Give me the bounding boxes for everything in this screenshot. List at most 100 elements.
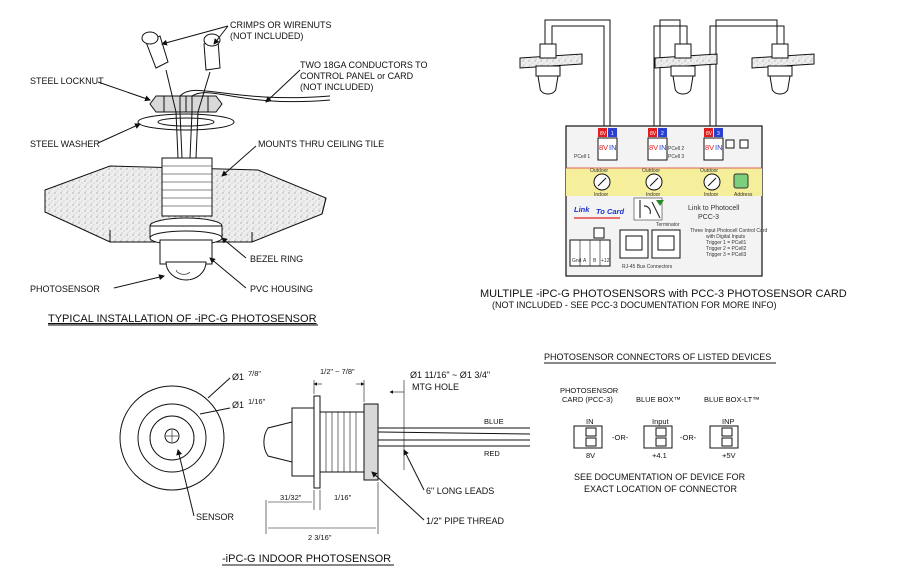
ch3-8v: 8V [705,143,714,152]
install-labels: CRIMPS OR WIRENUTS (NOT INCLUDED) TWO 18… [30,20,428,326]
device1-name-2: CARD (PCC-3) [562,395,613,404]
pcc3-dial-2: Outdoor Indoor [642,168,663,198]
pcc3-channel-2: 8V 2 8V IN [647,128,668,161]
typical-installation-drawing [44,25,331,289]
dim-dia-1: Ø1 [232,372,244,382]
dial3-indoor: Indoor [704,192,719,198]
pcell-2: PCell 2 [668,146,684,152]
device1-bottom: 8V [586,451,595,460]
indoor-photosensor-drawing [119,377,531,534]
housing-thread [161,157,213,217]
dim-dia-2: Ø1 [232,400,244,410]
term-12: +12 [601,258,610,264]
ch2-in: IN [659,143,667,152]
card-note-3: Trigger 1 = PCell1 [706,240,746,246]
rj45-connector-2 [651,229,681,259]
wire-blue: BLUE [484,417,504,426]
steel-washer-inner [157,117,215,127]
pcc3-subtitle: (NOT INCLUDED - SEE PCC-3 DOCUMENTATION … [492,300,777,310]
pcc3-label: PCC-3 [698,214,719,221]
address-label: Address [734,192,753,198]
side-view-body [291,407,315,477]
device3-name: BLUE BOX-LT™ [704,395,760,404]
ch1-8v: 8V [599,143,608,152]
wire-red: RED [484,449,500,458]
term-b: B [593,258,597,264]
link-to-photocell: Link to Photocell [688,205,740,212]
dial1-outdoor: Outdoor [590,168,608,174]
dial2-outdoor: Outdoor [642,168,660,174]
pcc3-title: MULTIPLE -iPC-G PHOTOSENSORS with PCC-3 … [480,288,847,300]
dim-dia-2-frac: 1/16" [248,397,266,406]
card-note-4: Trigger 2 = PCell2 [706,246,746,252]
card-note-5: Trigger 3 = PCell3 [706,252,746,258]
link-logo: Link [574,205,590,214]
terminator-label: Terminator [656,222,680,228]
label-bezel-ring: BEZEL RING [250,254,303,264]
term-gnd: Gnd [572,258,582,264]
ch1-8v-top: 8V [600,131,607,137]
steel-washer-shape [137,113,235,131]
connectors-note-2: EXACT LOCATION OF CONNECTOR [584,484,738,494]
dial2-indoor: Indoor [646,192,661,198]
dim-top: 1/2" ~ 7/8" [320,367,355,376]
ch3-num: 3 [717,131,720,137]
wirenut-left [141,31,169,69]
pcc3-dial-1: Outdoor Indoor [590,168,611,198]
connector-device-2 [643,425,673,449]
pvc-housing-shape [159,239,213,265]
device3-top: INP [722,417,735,426]
pcc3-sensor-2 [654,43,718,95]
device2-name: BLUE BOX™ [636,395,681,404]
connector-device-1 [573,425,603,449]
or-2: -OR- [680,433,697,442]
ch2-8v: 8V [649,143,658,152]
label-mounts-thru: MOUNTS THRU CEILING TILE [258,139,384,149]
to-card-logo: To Card [596,207,624,216]
ch2-num: 2 [661,131,664,137]
term-a: A [583,258,587,264]
ch2-8v-top: 8V [650,131,657,137]
dim-dia-1-frac: 7/8" [248,369,261,378]
label-crimps: CRIMPS OR WIRENUTS [230,20,332,30]
pcell-3: PCell 3 [668,154,684,160]
label-steel-locknut: STEEL LOCKNUT [30,76,104,86]
pcc3-channel-3: 8V 3 8V IN [703,128,724,161]
label-conductors: TWO 18GA CONDUCTORS TO [300,60,428,70]
indoor-title: -iPC-G INDOOR PHOTOSENSOR [222,553,391,565]
side-view-dome [263,421,293,463]
ceiling-tile-edge [44,190,327,242]
bus-connectors-label: RJ-45 Bus Connectors [622,264,673,270]
connectors-note-1: SEE DOCUMENTATION OF DEVICE FOR [574,472,746,482]
label-conductors-3: (NOT INCLUDED) [300,82,373,92]
rj45-connector-1 [619,229,649,259]
label-photosensor: PHOTOSENSOR [30,284,100,294]
dim-mtg-hole: Ø1 11/16" ~ Ø1 3/4" [410,370,490,380]
device1-name-1: PHOTOSENSOR [560,386,619,395]
card-note-1: Three Input Photocell Control Card [690,228,767,234]
pcc3-sensor-3 [751,43,815,95]
side-view-thread [319,411,365,473]
pcc3-channel-1: 8V 1 8V IN [597,128,618,161]
side-view-flange [313,395,321,489]
pcc3-captions: MULTIPLE -iPC-G PHOTOSENSORS with PCC-3 … [480,288,847,310]
label-leads: 6" LONG LEADS [426,486,494,496]
pcell-1: PCell 1 [574,154,590,160]
install-title: TYPICAL INSTALLATION OF -iPC-G PHOTOSENS… [48,313,317,325]
device2-bottom: +4.1 [652,451,667,460]
device3-bottom: +5V [722,451,736,460]
pcc3-dial-3: Outdoor Indoor [700,168,721,198]
pcc3-drawing: 8V 1 8V IN 8V 2 8V IN 8V 3 8V IN PCell 1… [519,19,815,277]
address-button [733,173,749,189]
label-pvc-housing: PVC HOUSING [250,284,313,294]
or-1: -OR- [612,433,629,442]
device2-top: Input [652,417,670,426]
indoor-labels: Ø1 7/8" Ø1 1/16" 1/2" ~ 7/8" Ø1 11/16" ~… [196,367,505,566]
label-steel-washer: STEEL WASHER [30,139,100,149]
connectors-section: PHOTOSENSOR CONNECTORS OF LISTED DEVICES… [544,352,776,494]
card-note-2: with Digital Inputs [706,234,746,240]
label-crimps-note: (NOT INCLUDED) [230,31,303,41]
ch3-8v-top: 8V [706,131,713,137]
